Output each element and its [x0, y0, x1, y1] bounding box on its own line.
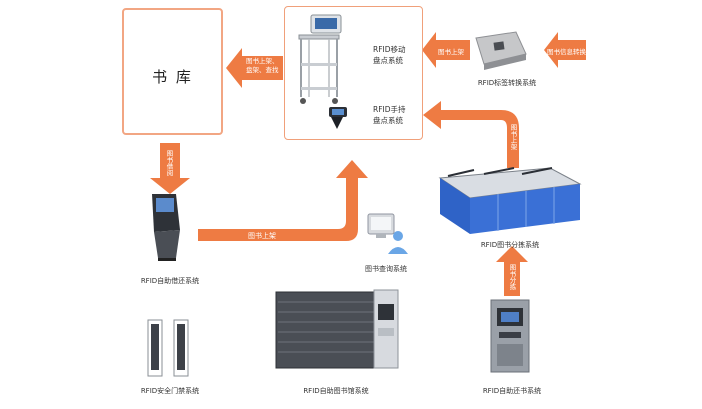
mobile-inventory-cart-image: [298, 14, 342, 104]
mobile-inventory-line2: 盘点系统: [373, 56, 403, 65]
security-gate-image: [147, 319, 189, 377]
arrow-label-info-to-tag: 图书信息转换: [547, 48, 586, 56]
tag-conversion-label: RFID标签转换系统: [477, 79, 537, 87]
arrow-label-to-stacks-line1: 图书上架、: [246, 57, 279, 65]
arrow-label-stacks-down: 图书借阅: [165, 150, 173, 176]
handheld-reader-image: [329, 107, 347, 129]
arrow-stacks-down: [150, 143, 190, 194]
book-query-image: [367, 213, 408, 254]
tag-conversion-image: [475, 31, 527, 70]
arrow-label-checkout-to-inventory: 图书上架: [248, 232, 276, 240]
book-query-label: 图书查询系统: [365, 265, 407, 273]
handheld-inventory-label: RFID手持 盘点系统: [373, 104, 406, 126]
arrow-to-stacks: [226, 48, 283, 88]
arrow-label-to-stacks-line2: 盘架、查找: [246, 66, 279, 74]
stacks-title: 书 库: [152, 68, 193, 86]
inventory-box: RFID移动 盘点系统 RFID手持 盘点系统: [284, 6, 423, 140]
handheld-inventory-line2: 盘点系统: [373, 116, 403, 125]
self-checkout-kiosk-image: [152, 194, 180, 261]
sorting-machine-image: [438, 167, 582, 234]
arrow-info-to-tag: [544, 32, 586, 68]
arrow-sorting-up: [423, 101, 519, 168]
mobile-inventory-label: RFID移动 盘点系统: [373, 44, 406, 66]
self-library-image: [275, 289, 399, 369]
arrow-label-sorting-up: 图书上架: [509, 124, 517, 150]
sorting-label: RFID图书分拣系统: [480, 241, 540, 249]
arrow-tag-to-inventory: [422, 32, 470, 68]
arrow-checkout-to-inventory: [198, 160, 368, 241]
self-return-label: RFID自助还书系统: [482, 387, 542, 395]
arrow-label-return-up: 图书分拣: [508, 264, 516, 290]
stacks-box: 书 库: [122, 8, 223, 135]
arrow-label-to-stacks: 图书上架、 盘架、查找: [246, 57, 279, 75]
arrow-label-tag-to-inventory: 图书上架: [438, 48, 464, 56]
self-return-kiosk-image: [490, 299, 530, 373]
security-gate-label: RFID安全门禁系统: [140, 387, 200, 395]
arrow-return-up: [496, 246, 528, 296]
mobile-inventory-line1: RFID移动: [373, 45, 406, 54]
self-checkout-label: RFID自助借还系统: [140, 277, 200, 285]
handheld-inventory-line1: RFID手持: [373, 105, 406, 114]
self-library-label: RFID自助图书馆系统: [303, 387, 369, 395]
